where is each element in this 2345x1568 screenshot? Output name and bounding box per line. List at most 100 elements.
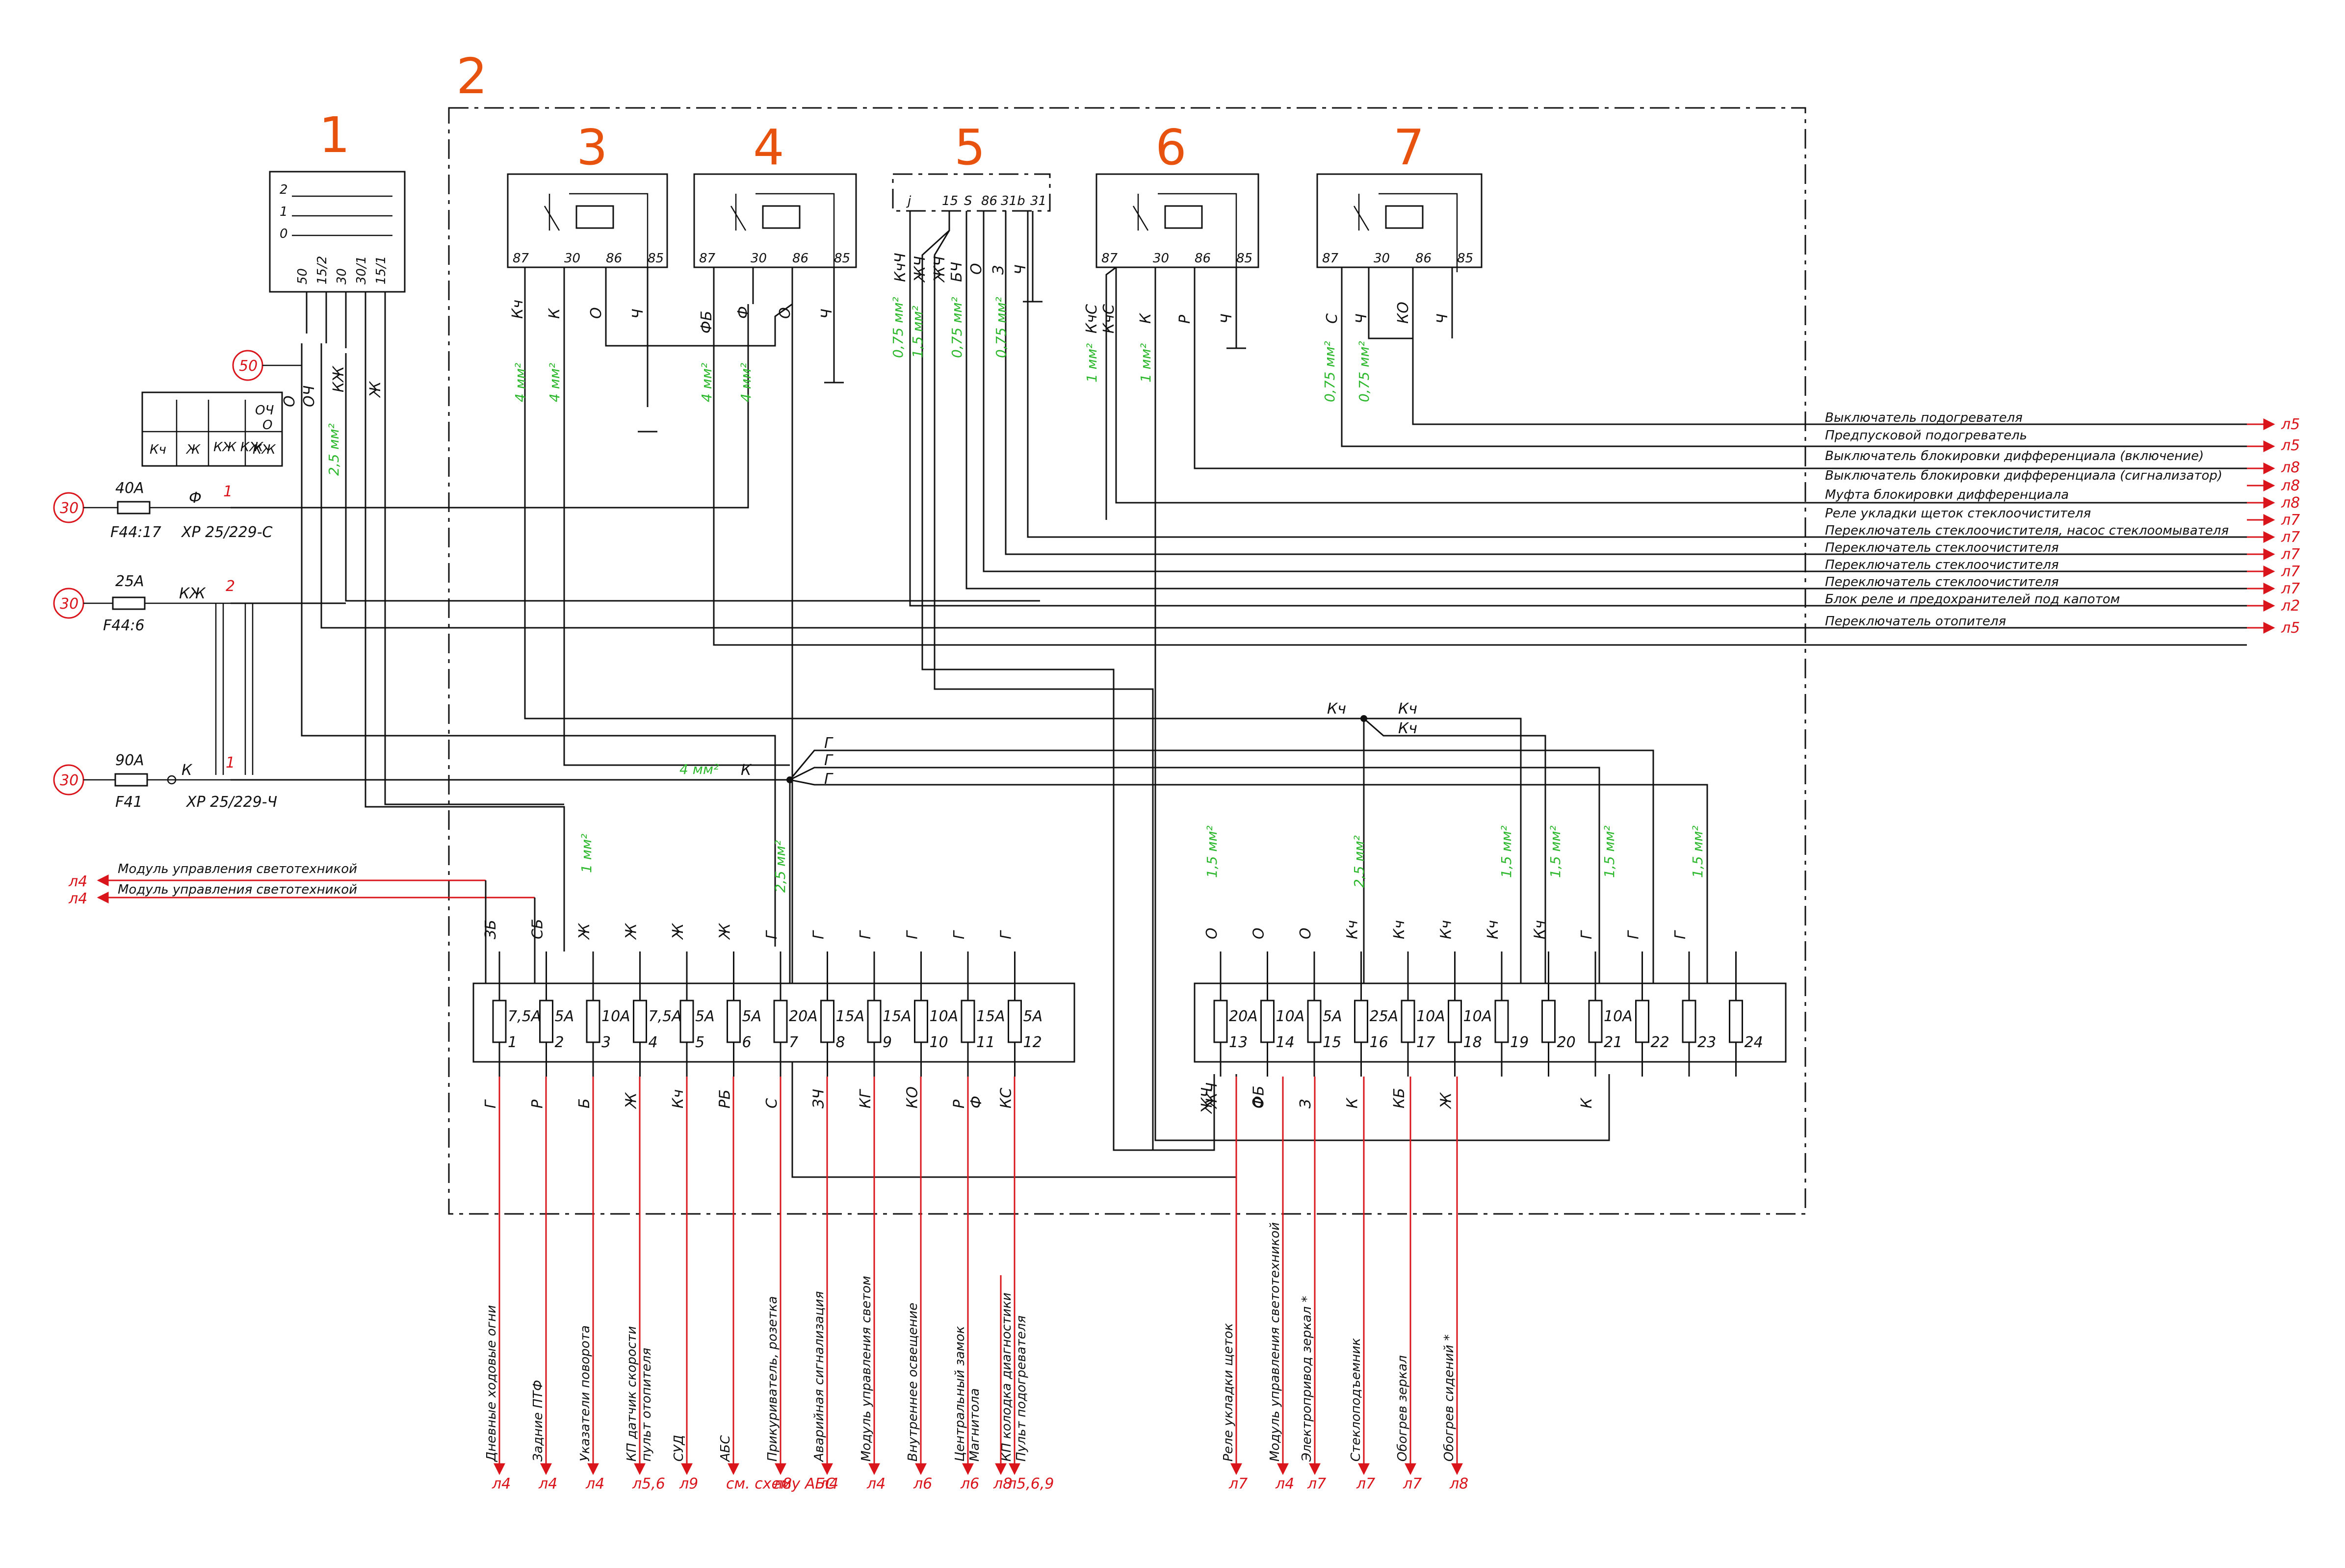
svg-text:1,5 мм²: 1,5 мм² [1547, 825, 1563, 878]
r3-wire-O: О [588, 307, 605, 319]
output-label: Внутреннее освещение [906, 1303, 920, 1462]
svg-text:86: 86 [1415, 251, 1432, 266]
fuse [867, 1000, 882, 1043]
r5-wire-ZhCh-b: ЖЧ [931, 256, 948, 283]
fuse-number: 15 [1323, 1034, 1341, 1051]
r6-size-b: 1 мм² [1138, 343, 1154, 383]
svg-text:S: S [964, 194, 972, 208]
r5-wire-Z: З [990, 265, 1007, 275]
svg-text:Ф: Ф [968, 1096, 985, 1108]
svg-text:30: 30 [60, 772, 78, 789]
fuse-number: 22 [1651, 1034, 1669, 1051]
svg-text:2: 2 [280, 182, 288, 197]
r3-size-b: 4 мм² [547, 363, 563, 402]
fuse-number: 9 [883, 1034, 892, 1051]
svg-text:л5: л5 [2281, 619, 2300, 637]
r5-size-d: 0,75 мм² [993, 297, 1009, 358]
svg-text:87: 87 [1101, 251, 1118, 266]
output-ref: л4 [866, 1475, 886, 1492]
svg-text:1,5 мм²: 1,5 мм² [1498, 825, 1514, 878]
output-label: Выключатель блокировки дифференциала (си… [1825, 468, 2222, 483]
svg-text:Ф: Ф [189, 489, 202, 507]
fuse [820, 1000, 834, 1043]
fuse [539, 1000, 553, 1043]
svg-text:87: 87 [1322, 251, 1339, 266]
fuse [1541, 1000, 1556, 1043]
fuse [1729, 1000, 1743, 1043]
fuse-rating: 5А [742, 1008, 762, 1025]
fuse [633, 1000, 647, 1043]
output-ref: л7 [1403, 1475, 1422, 1492]
component-5-number: 5 [954, 119, 986, 176]
svg-text:F44:6: F44:6 [103, 617, 145, 634]
fuse-rating: 7,5А [508, 1008, 541, 1025]
fuse [727, 1000, 741, 1043]
svg-text:j: j [906, 194, 912, 208]
output-ref: л9 [679, 1475, 698, 1492]
svg-text:15: 15 [942, 194, 958, 208]
fuse-number: 19 [1510, 1034, 1529, 1051]
svg-text:л7: л7 [2281, 563, 2300, 580]
fuse-number: 8 [836, 1034, 845, 1051]
svg-text:л4: л4 [68, 873, 87, 890]
relay-3: 87 30 86 85 [507, 173, 668, 272]
svg-text:87: 87 [513, 251, 529, 266]
fuse-number: 7 [789, 1034, 798, 1051]
fuse-top-wire: Кч [1485, 920, 1502, 939]
output-ref: л4 [538, 1475, 557, 1492]
svg-text:О: О [1250, 1097, 1267, 1108]
supply-line-2: 30 25А F44:6 КЖ 2 [53, 573, 346, 775]
r7-wire-Ch-a: Ч [1353, 313, 1370, 324]
fuse-top-wire: Г [763, 930, 781, 939]
output-label: СУД [672, 1435, 686, 1462]
fuse-number: 4 [649, 1034, 658, 1051]
output-ref: л7 [1307, 1475, 1326, 1492]
fuse-top-wire: Г [951, 930, 968, 939]
svg-text:85: 85 [1457, 251, 1473, 266]
svg-text:Г: Г [824, 752, 834, 769]
r6-size-a: 1 мм² [1084, 343, 1100, 383]
fuse-bottom-wire: Г [482, 1099, 499, 1108]
fuse-top-wire: Г [1625, 930, 1642, 939]
output-label: Переключатель стеклоочистителя [1825, 575, 2058, 590]
fuse-rating: 5А [1323, 1008, 1342, 1025]
fuse-top-wire: Г [1672, 930, 1689, 939]
r7-wire-Ch-b: Ч [1434, 313, 1451, 324]
svg-text:л5: л5 [2281, 416, 2300, 433]
fuse-bottom-wire: ЖЧ [1203, 1082, 1221, 1109]
component-4-number: 4 [753, 119, 784, 176]
fuse [961, 1000, 975, 1043]
svg-text:л8: л8 [2281, 494, 2300, 512]
right-outputs: Выключатель подогревателя Предпусковой п… [1825, 411, 2300, 637]
svg-text:л2: л2 [2281, 597, 2300, 615]
fuse-top-wire: Г [857, 930, 874, 939]
component-7-number: 7 [1393, 119, 1425, 176]
fuse-rating: 15А [883, 1008, 912, 1025]
fuse [1635, 1000, 1649, 1043]
output-label: Аварийная сигнализация [812, 1291, 827, 1463]
r7-size-b: 0,75 мм² [1356, 341, 1372, 402]
output-label-2: пульт отопителя [639, 1348, 654, 1462]
r6-wire-R: Р [1176, 314, 1194, 324]
bus-junctions: Кч Кч Кч Г Г Г К 4 мм² [679, 700, 1708, 1028]
output-ref: л4 [819, 1475, 838, 1492]
extra-bottom-ref: л8 [993, 1475, 1012, 1492]
svg-text:К: К [182, 762, 193, 779]
output-label: Задние ПТФ [531, 1380, 546, 1462]
fuse-top-wire: Ж [623, 923, 640, 940]
r5-size-c: 0,75 мм² [949, 297, 965, 358]
svg-text:Кч: Кч [1398, 700, 1417, 718]
output-label: Переключатель стеклоочистителя, насос ст… [1825, 523, 2229, 538]
fuse-number: 17 [1416, 1034, 1435, 1051]
svg-text:1,5 мм²: 1,5 мм² [1204, 825, 1220, 878]
svg-text:2: 2 [226, 578, 235, 595]
fuse-top-wire: О [1203, 927, 1221, 939]
svg-text:31b: 31b [1001, 194, 1025, 208]
ign-wire-Zh: Ж [367, 381, 384, 398]
fuse [1682, 1000, 1696, 1043]
fuse-rating: 7,5А [649, 1008, 682, 1025]
r6-wire-K: К [1137, 312, 1154, 324]
fuse-top-wire: Ж [717, 923, 734, 940]
